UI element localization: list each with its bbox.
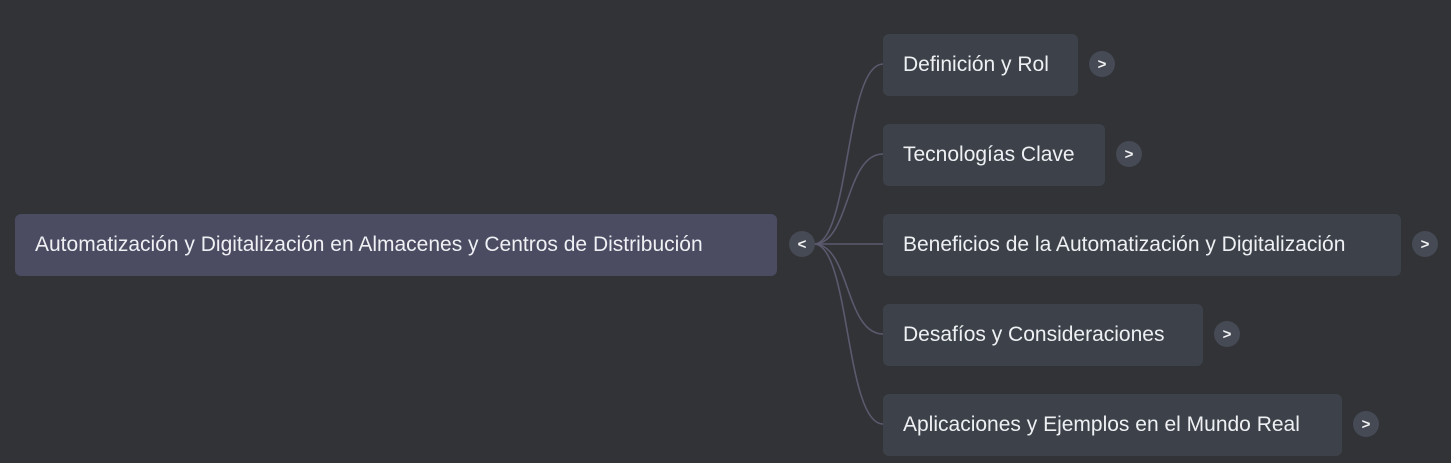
node-tecnologias-clave[interactable]: Tecnologías Clave	[883, 124, 1105, 186]
expand-toggle-aplicaciones[interactable]: >	[1353, 411, 1379, 437]
chevron-right-icon: >	[1361, 415, 1371, 433]
expand-toggle-definicion[interactable]: >	[1089, 51, 1115, 77]
connector-to-aplicaciones	[813, 243, 884, 425]
connector-to-desafios	[813, 243, 884, 335]
node-label: Definición y Rol	[903, 53, 1049, 76]
chevron-right-icon: >	[1222, 325, 1232, 343]
chevron-left-icon: <	[797, 235, 807, 253]
node-label: Aplicaciones y Ejemplos en el Mundo Real	[903, 413, 1300, 436]
root-collapse-toggle[interactable]: <	[789, 231, 815, 257]
node-label: Tecnologías Clave	[903, 143, 1075, 166]
chevron-right-icon: >	[1124, 145, 1134, 163]
node-label: Beneficios de la Automatización y Digita…	[903, 233, 1346, 256]
connector-to-tecnologias	[813, 153, 884, 245]
expand-toggle-desafios[interactable]: >	[1214, 321, 1240, 347]
chevron-right-icon: >	[1420, 235, 1430, 253]
node-beneficios[interactable]: Beneficios de la Automatización y Digita…	[883, 214, 1401, 276]
node-desafios[interactable]: Desafíos y Consideraciones	[883, 304, 1203, 366]
root-node-label: Automatización y Digitalización en Almac…	[35, 233, 703, 256]
expand-toggle-tecnologias[interactable]: >	[1116, 141, 1142, 167]
expand-toggle-beneficios[interactable]: >	[1412, 231, 1438, 257]
root-node[interactable]: Automatización y Digitalización en Almac…	[15, 214, 777, 276]
connector-to-definicion	[813, 63, 884, 245]
node-label: Desafíos y Consideraciones	[903, 323, 1165, 346]
node-aplicaciones[interactable]: Aplicaciones y Ejemplos en el Mundo Real	[883, 394, 1342, 456]
chevron-right-icon: >	[1097, 55, 1107, 73]
node-definicion-y-rol[interactable]: Definición y Rol	[883, 34, 1078, 96]
